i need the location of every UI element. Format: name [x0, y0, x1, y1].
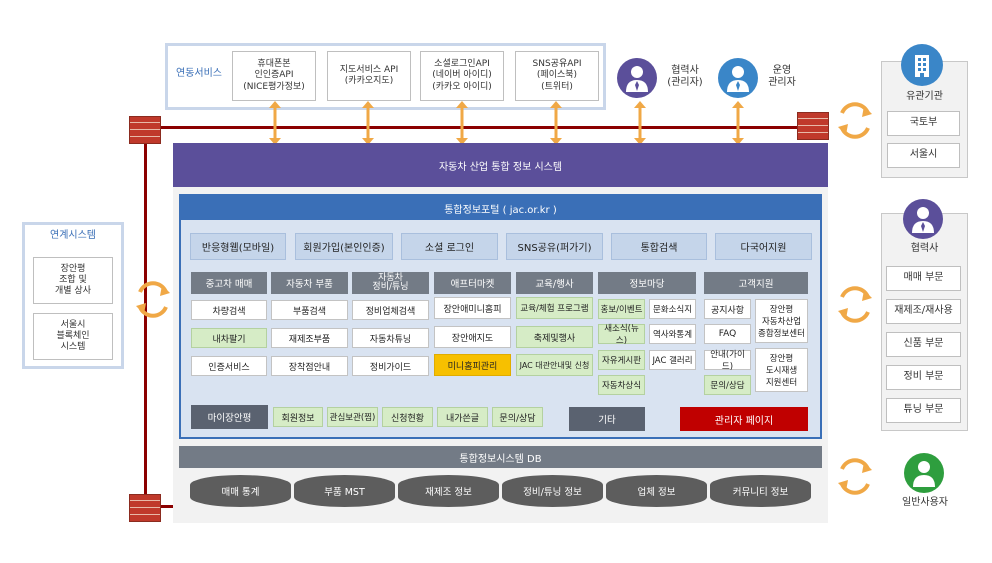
menu-item-history-stats: 역사와통계 — [649, 324, 696, 344]
mypage-item-applications: 신청현황 — [382, 407, 433, 427]
partner-reman: 재제조/재사용 — [886, 299, 961, 324]
firewall-icon-bottom-left — [129, 494, 161, 522]
portal-feature-signup: 회원가입(본인인증) — [295, 233, 393, 260]
db-cylinder-trade-stats: 매매 통계 — [190, 475, 291, 507]
menu-item-mini-homepage: 장안애미니홈피 — [434, 297, 511, 319]
partner-admin-avatar-icon — [617, 58, 657, 98]
portal-title: 통합정보포털 ( jac.or.kr ) — [181, 196, 820, 220]
firewall-icon-top-right — [797, 112, 829, 140]
agency-seoul: 서울시 — [887, 143, 960, 168]
menu-item-faq: FAQ — [704, 324, 751, 344]
linked-system-jangan-union: 장안평 조합 및 개별 상사 — [33, 257, 113, 304]
partner-new-parts: 신품 부문 — [886, 332, 961, 357]
portal-feature-multilang: 다국어지원 — [715, 233, 812, 260]
menu-item-shop-search: 정비업체검색 — [352, 300, 429, 320]
db-cylinder-reman-info: 재제조 정보 — [398, 475, 499, 507]
operator-admin-label: 운영 관리자 — [768, 64, 796, 89]
menu-header-aftermarket: 애프터마켓 — [434, 272, 511, 294]
menu-item-promo-event: 홍보/이벤트 — [598, 299, 645, 319]
menu-item-inquiry: 문의/상담 — [704, 375, 751, 395]
menu-header-parts: 자동차 부품 — [271, 272, 348, 294]
portal-feature-responsive: 반응형웹(모바일) — [190, 233, 286, 260]
mypage-item-inquiry: 문의/상담 — [492, 407, 543, 427]
admin-page-box: 관리자 페이지 — [680, 407, 808, 431]
db-cylinder-parts-mst: 부품 MST — [294, 475, 395, 507]
menu-header-education: 교육/행사 — [516, 272, 593, 294]
db-cylinder-maint-info: 정비/튜닝 정보 — [502, 475, 603, 507]
mypage-item-favorites: 관심보관(찜) — [327, 407, 378, 427]
menu-item-tuning: 자동차튜닝 — [352, 328, 429, 348]
menu-item-culture-news: 문화소식지 — [649, 299, 696, 319]
partner-maintenance: 정비 부문 — [886, 365, 961, 390]
portal-feature-sns-share: SNS공유(퍼가기) — [506, 233, 603, 260]
menu-header-maintenance: 자동차 정비/튜닝 — [352, 272, 429, 294]
partner-avatar-icon — [903, 199, 943, 239]
menu-item-car-search: 차량검색 — [191, 300, 267, 320]
portal-feature-search: 통합검색 — [611, 233, 707, 260]
db-title: 통합정보시스템 DB — [179, 446, 822, 468]
menu-item-remanufactured: 재제조부품 — [271, 328, 348, 348]
menu-item-janganae-map: 장안애지도 — [434, 326, 511, 348]
operator-admin-avatar-icon — [718, 58, 758, 98]
menu-item-venue-rental: JAC 대관안내및 신청 — [516, 354, 593, 376]
partner-tuning: 튜닝 부문 — [886, 398, 961, 423]
related-agencies-label: 유관기관 — [906, 90, 943, 102]
menu-item-regen-center: 장안평 도시재생 지원센터 — [755, 348, 808, 392]
partner-trade: 매매 부문 — [886, 266, 961, 291]
firewall-icon-top-left — [129, 116, 161, 144]
agency-molit: 국토부 — [887, 111, 960, 136]
service-box-social-login: 소셜로그인API (네이버 아이디) (카카오 아이디) — [420, 51, 504, 101]
mypage-item-member-info: 회원정보 — [273, 407, 323, 427]
portal-feature-social-login: 소셜 로그인 — [401, 233, 498, 260]
mypage-item-my-posts: 내가쓴글 — [437, 407, 488, 427]
menu-item-mini-admin: 미니홈피관리 — [434, 354, 511, 376]
network-line-left — [144, 126, 147, 508]
menu-header-used-car: 중고차 매매 — [191, 272, 267, 294]
menu-header-info: 정보마당 — [598, 272, 696, 294]
db-cylinder-company-info: 업체 정보 — [606, 475, 707, 507]
service-box-phone-auth: 휴대폰본 인인증API (NICE평가정보) — [232, 51, 316, 101]
menu-item-certification: 인증서비스 — [191, 356, 267, 376]
menu-item-parts-search: 부품검색 — [271, 300, 348, 320]
linked-system-seoul-blockchain: 서울시 블록체인 시스템 — [33, 313, 113, 360]
menu-item-notice: 공지사항 — [704, 299, 751, 319]
menu-item-festival: 축제및행사 — [516, 326, 593, 348]
main-system-title: 자동차 산업 통합 정보 시스템 — [173, 143, 828, 187]
service-box-sns-share: SNS공유API (페이스북) (트위터) — [515, 51, 599, 101]
menu-item-edu-program: 교육/체험 프로그램 — [516, 297, 593, 319]
etc-box: 기타 — [569, 407, 645, 431]
building-icon — [901, 44, 943, 86]
linked-services-label: 연동서비스 — [176, 67, 222, 79]
linked-systems-label: 연계시스템 — [50, 229, 96, 241]
general-user-avatar-icon — [904, 453, 944, 493]
menu-item-free-board: 자유게시판 — [598, 350, 645, 370]
partner-admin-label: 협력사 (관리자) — [667, 64, 703, 89]
menu-item-guide: 안내(가이드) — [704, 350, 751, 372]
general-user-label: 일반사용자 — [902, 496, 948, 508]
menu-item-sell-car: 내차팔기 — [191, 328, 267, 348]
db-cylinder-community-info: 커뮤니티 정보 — [710, 475, 811, 507]
partners-label: 협력사 — [910, 242, 939, 254]
menu-item-install-shop: 장착점안내 — [271, 356, 348, 376]
menu-item-info-center: 장안평 자동차산업 종합정보센터 — [755, 299, 808, 343]
menu-item-car-knowledge: 자동차상식 — [598, 375, 645, 395]
mypage-header: 마이장안평 — [191, 405, 268, 429]
network-line-top — [145, 126, 813, 129]
menu-item-gallery: JAC 갤러리 — [649, 350, 696, 370]
service-box-map-api: 지도서비스 API (카카오지도) — [327, 51, 411, 101]
menu-header-support: 고객지원 — [704, 272, 808, 294]
menu-item-maint-guide: 정비가이드 — [352, 356, 429, 376]
menu-item-news: 새소식(뉴스) — [598, 324, 645, 346]
